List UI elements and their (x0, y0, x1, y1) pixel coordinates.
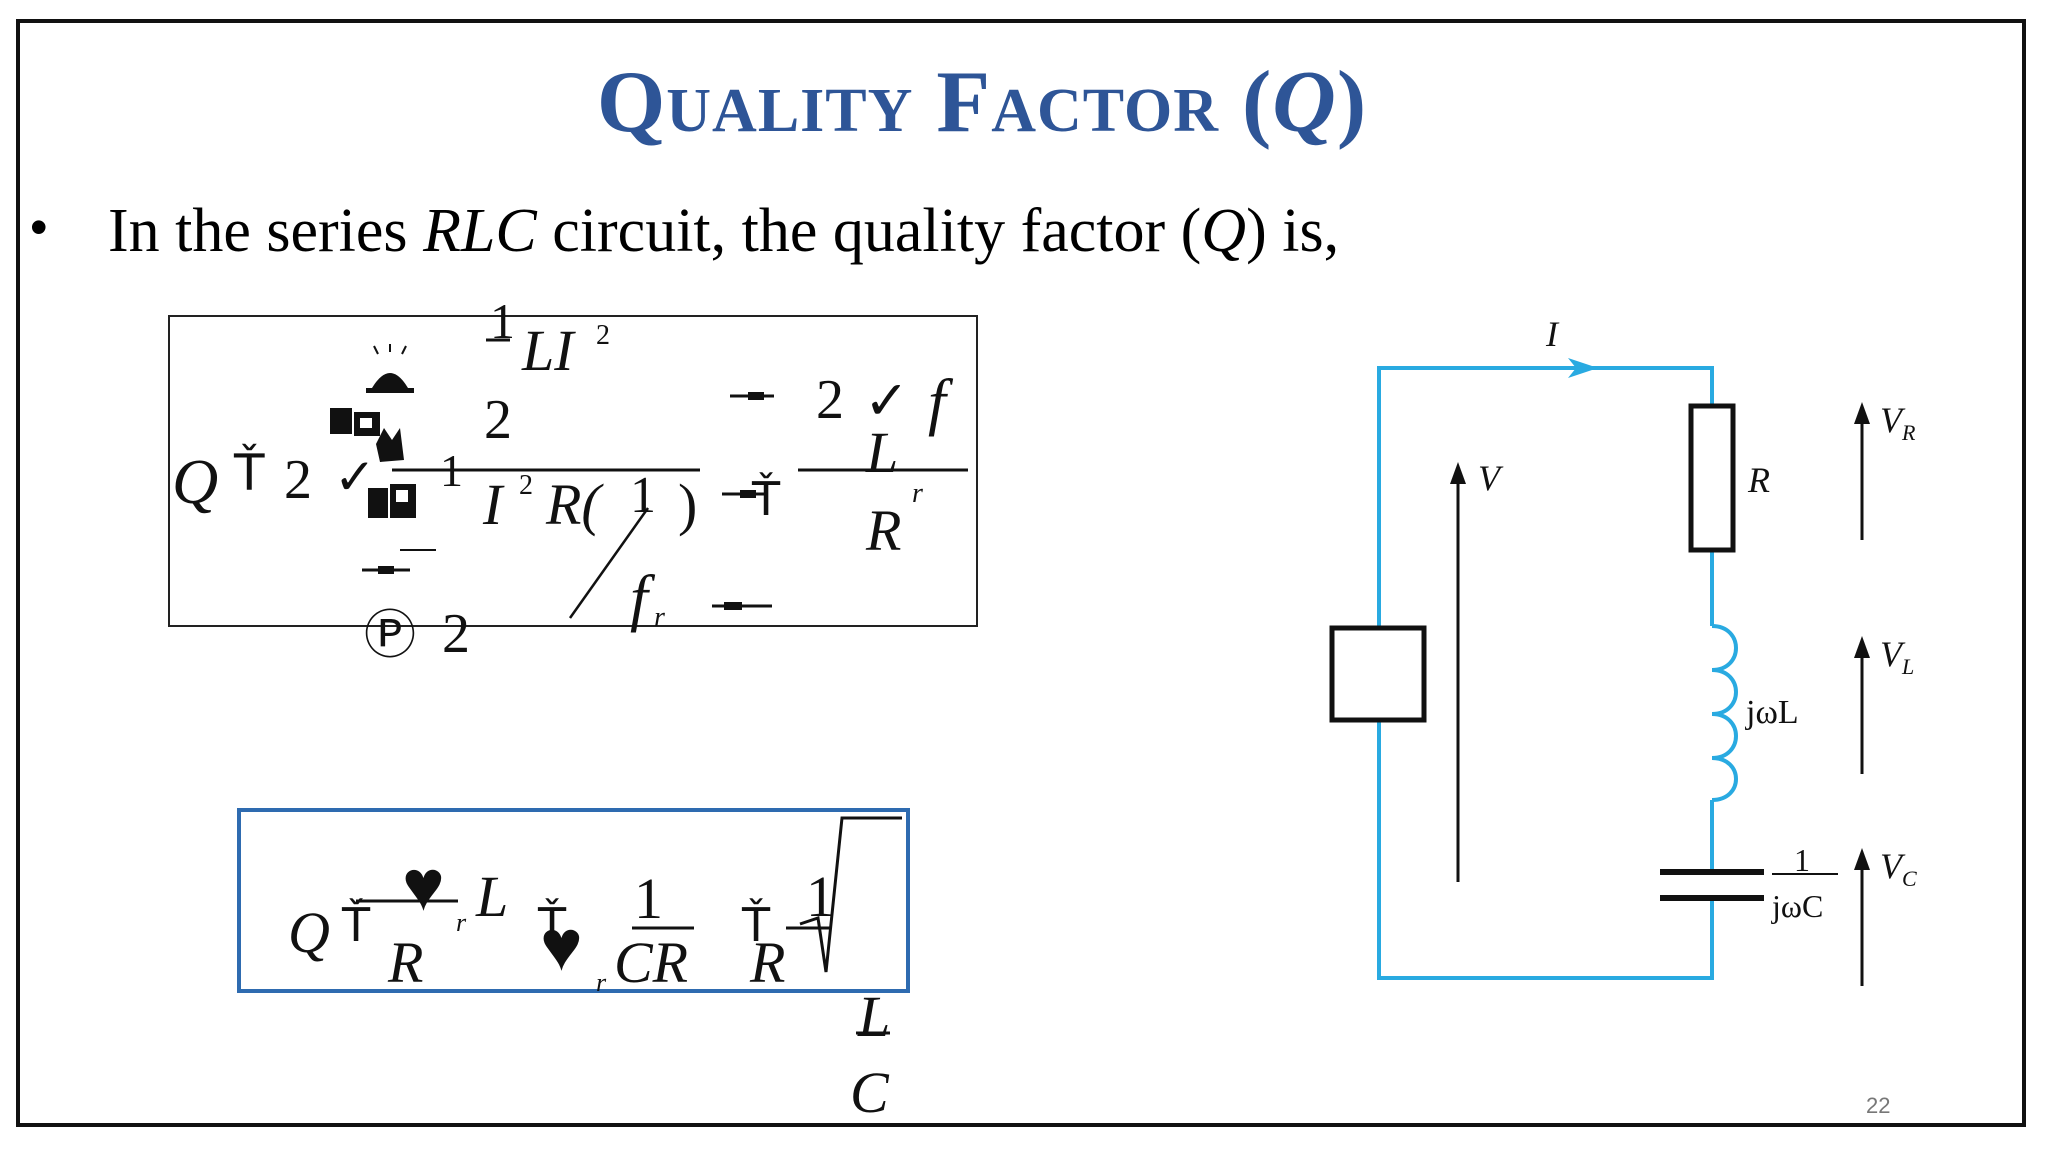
slide-frame (16, 19, 2026, 1127)
eq2-equals-glyph-3: Ť (742, 898, 771, 952)
eq1-pen-icon-4 (712, 602, 772, 610)
inductor-symbol (1711, 624, 1738, 802)
eq1-l-right: L (866, 420, 899, 485)
eq2-cr: CR (614, 930, 689, 995)
eq2-sub-r2: r (596, 968, 607, 997)
circuit-diagram (1329, 358, 1870, 986)
ac-source-box (1329, 625, 1427, 723)
eq1-q: Q (172, 446, 219, 517)
eq2-r-b: R (750, 930, 786, 995)
vl-label: VL (1880, 634, 1915, 680)
eq1-r-sub: r (912, 478, 923, 509)
circuit-wire-bottom (1377, 718, 1714, 980)
eq1-f: f (928, 366, 946, 437)
slide-title: Quality Factor (Q) (596, 54, 1368, 151)
equation-box-1 (168, 315, 978, 627)
eq1-sup2b: 2 (519, 470, 533, 501)
eq1-i: I (483, 472, 503, 537)
capacitor-label-den: jωC (1772, 888, 1824, 924)
eq1-pen-icon-2 (722, 490, 766, 498)
vr-arrowhead (1854, 402, 1870, 424)
vr-label: VR (1880, 400, 1916, 446)
eq1-equals-glyph: Ť (234, 444, 265, 502)
capacitor-label-num: 1 (1794, 842, 1810, 878)
eq2-one: 1 (634, 866, 663, 931)
current-arrow (1568, 358, 1598, 378)
voltage-arrowhead (1450, 462, 1466, 484)
eq1-equals-glyph-2: Ť (752, 472, 781, 526)
equation-box-2 (237, 808, 910, 993)
vl-arrowhead (1854, 636, 1870, 658)
eq2-heart-2: ♥ (540, 906, 583, 986)
eq1-check-right: ✓ (864, 369, 910, 432)
current-label: I (1546, 314, 1558, 354)
eq1-slash (568, 507, 650, 619)
eq1-p-circle: Ⓟ (364, 606, 417, 666)
eq2-l-b: L (858, 984, 891, 1049)
eq1-two: 2 (284, 449, 312, 511)
eq2-sub-r1: r (456, 908, 467, 937)
eq1-li: LI (522, 318, 574, 383)
eq1-bell-icon (366, 344, 414, 393)
eq1-one-inner: 1 (630, 467, 656, 524)
resistor-symbol (1688, 403, 1736, 553)
eq1-two-mid: 2 (484, 389, 512, 451)
eq1-bag-icon-2 (368, 484, 416, 518)
eq1-r-paren: R( (546, 472, 601, 537)
eq2-r: R (388, 930, 424, 995)
voltage-label: V (1478, 458, 1500, 498)
eq2-l: L (476, 864, 509, 929)
eq1-pen-icon-3 (362, 566, 410, 574)
eq1-one-top: 1 (490, 293, 515, 349)
eq2-q: Q (288, 900, 330, 965)
eq2-sqrt-sign (799, 816, 902, 973)
eq1-paren-close: ) (678, 472, 698, 537)
eq2-one-b: 1 (806, 864, 835, 929)
eq1-fr-sub: r (654, 602, 665, 633)
eq1-cat-icon (376, 428, 404, 462)
vc-label: VC (1880, 846, 1917, 892)
eq1-bag-icon-1 (330, 408, 380, 436)
bullet-marker: • (30, 199, 48, 255)
eq1-r-right: R (866, 498, 902, 563)
bullet-text: In the series RLC circuit, the quality f… (108, 197, 1340, 265)
eq2-equals-glyph-2: Ť (538, 898, 567, 952)
eq1-two-bottom: 2 (442, 603, 470, 665)
inductor-label: jωL (1746, 694, 1799, 731)
eq1-two-right: 2 (816, 369, 844, 431)
circuit-wire-top (1377, 366, 1714, 628)
page-number: 22 (1866, 1093, 1891, 1118)
vc-arrowhead (1854, 848, 1870, 870)
resistor-label: R (1748, 460, 1770, 500)
eq2-equals-glyph: Ť (342, 898, 371, 952)
eq1-pen-icon-1 (730, 392, 774, 400)
eq1-sup2: 2 (596, 320, 610, 351)
eq2-c-b: C (850, 1060, 889, 1125)
eq1-fr: f (630, 562, 648, 633)
eq2-heart-1: ♥ (402, 846, 445, 926)
